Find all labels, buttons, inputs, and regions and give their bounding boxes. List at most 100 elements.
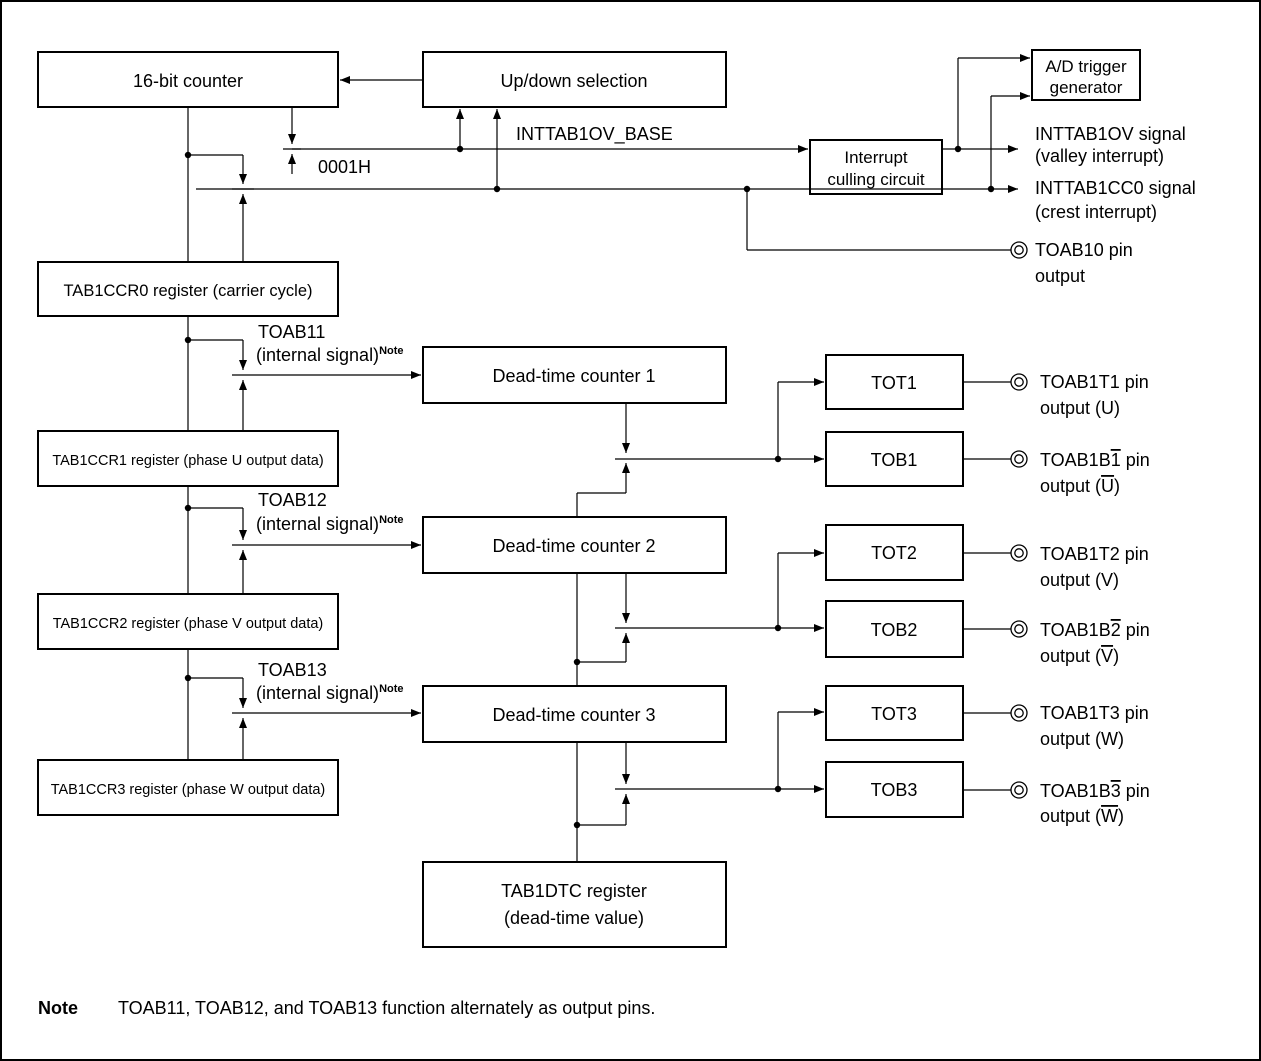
dead-time-counter-2-block: Dead-time counter 2: [422, 516, 727, 574]
dtc2-label: Dead-time counter 2: [492, 536, 655, 556]
footnote: Note TOAB11, TOAB12, and TOAB13 function …: [38, 998, 655, 1018]
inttab1ov-label-line2: (valley interrupt): [1035, 146, 1164, 166]
dtc1-label: Dead-time counter 1: [492, 366, 655, 386]
ad-trigger-generator-block: A/D trigger generator: [1031, 49, 1141, 101]
interrupt-culling-block: Interrupt culling circuit: [809, 139, 943, 195]
toab1b1-out-phase: U: [1101, 476, 1114, 496]
toab1b1-digit: 1: [1111, 450, 1121, 470]
tob2-block: TOB2: [825, 600, 964, 658]
inttab1ov-label-line1: INTTAB1OV signal: [1035, 124, 1186, 144]
updown-selection-label: Up/down selection: [500, 71, 647, 91]
ccr3-label: TAB1CCR3 register (phase W output data): [51, 782, 326, 798]
toab10-label-line2: output: [1035, 266, 1085, 286]
toab1b3-out-prefix: output (: [1040, 806, 1101, 826]
internal-signal-text: (internal signal): [256, 345, 379, 365]
toab10-label-line1: TOAB10 pin: [1035, 240, 1133, 260]
toab11-label: TOAB11: [258, 322, 325, 342]
culling-label-line2: culling circuit: [827, 170, 925, 189]
toab13-internal-signal: (internal signal)Note: [256, 683, 404, 703]
h0001-label: 0001H: [318, 157, 371, 177]
toab1t1-label-line1: TOAB1T1 pin: [1040, 372, 1149, 392]
dead-time-counter-3-block: Dead-time counter 3: [422, 685, 727, 743]
toab1b3-out-suffix: ): [1118, 806, 1124, 826]
dtc-register-label-line1: TAB1DTC register: [501, 881, 647, 901]
toab1b3-label-line2: output (W): [1040, 806, 1124, 826]
ccr1-register-block: TAB1CCR1 register (phase U output data): [37, 430, 339, 487]
tob1-block: TOB1: [825, 431, 964, 487]
dtc-register-label-line2: (dead-time value): [504, 908, 644, 928]
tot3-block: TOT3: [825, 685, 964, 741]
pin-toab1t3-icon: [1010, 704, 1028, 722]
counter-block-label: 16-bit counter: [133, 71, 243, 91]
toab1b2-out-suffix: ): [1113, 646, 1119, 666]
toab1b2-out-phase: V: [1101, 646, 1113, 666]
tot2-label: TOT2: [871, 543, 917, 563]
pin-toab1b1-icon: [1010, 450, 1028, 468]
footnote-label: Note: [38, 998, 78, 1018]
updown-selection-block: Up/down selection: [422, 51, 727, 108]
note-superscript: Note: [379, 345, 403, 357]
pin-toab10-icon: [1010, 241, 1028, 259]
ccr3-register-block: TAB1CCR3 register (phase W output data): [37, 759, 339, 816]
toab12-label: TOAB12: [258, 490, 327, 510]
toab1t3-label-line2: output (W): [1040, 729, 1124, 749]
dead-time-counter-1-block: Dead-time counter 1: [422, 346, 727, 404]
tot2-block: TOT2: [825, 524, 964, 581]
internal-signal-text: (internal signal): [256, 683, 379, 703]
toab1b3-suffix: pin: [1121, 781, 1150, 801]
ccr0-label: TAB1CCR0 register (carrier cycle): [63, 282, 312, 300]
pin-toab1t2-icon: [1010, 544, 1028, 562]
toab1b1-prefix: TOAB1B: [1040, 450, 1111, 470]
footnote-text: TOAB11, TOAB12, and TOAB13 function alte…: [118, 998, 655, 1018]
toab1b2-prefix: TOAB1B: [1040, 620, 1111, 640]
ad-trigger-label-line2: generator: [1050, 78, 1123, 97]
toab11-internal-signal: (internal signal)Note: [256, 345, 404, 365]
tot1-label: TOT1: [871, 373, 917, 393]
toab1t3-label-line1: TOAB1T3 pin: [1040, 703, 1149, 723]
toab1b2-digit: 2: [1111, 620, 1121, 640]
dtc3-label: Dead-time counter 3: [492, 705, 655, 725]
tob3-label: TOB3: [871, 780, 918, 800]
toab1t2-label-line2: output (V): [1040, 570, 1119, 590]
inttab1ov-base-label: INTTAB1OV_BASE: [516, 124, 673, 145]
pin-toab1b3-icon: [1010, 781, 1028, 799]
toab1b3-label-line1: TOAB1B3 pin: [1040, 781, 1150, 801]
tob2-label: TOB2: [871, 620, 918, 640]
toab1b1-label-line2: output (U): [1040, 476, 1120, 496]
toab13-label: TOAB13: [258, 660, 327, 680]
toab1b1-out-prefix: output (: [1040, 476, 1101, 496]
ad-trigger-label-line1: A/D trigger: [1045, 57, 1127, 76]
internal-signal-text: (internal signal): [256, 514, 379, 534]
culling-label-line1: Interrupt: [844, 148, 908, 167]
toab1b2-label-line2: output (V): [1040, 646, 1119, 666]
toab12-internal-signal: (internal signal)Note: [256, 514, 404, 534]
tot3-label: TOT3: [871, 704, 917, 724]
toab1b1-out-suffix: ): [1114, 476, 1120, 496]
toab1b3-digit: 3: [1111, 781, 1121, 801]
inttab1cc0-label-line1: INTTAB1CC0 signal: [1035, 178, 1196, 198]
ccr2-register-block: TAB1CCR2 register (phase V output data): [37, 593, 339, 650]
counter-block: 16-bit counter: [37, 51, 339, 108]
inttab1cc0-label-line2: (crest interrupt): [1035, 202, 1157, 222]
toab1t2-label-line1: TOAB1T2 pin: [1040, 544, 1149, 564]
toab1b1-label-line1: TOAB1B1 pin: [1040, 450, 1150, 470]
toab1b3-prefix: TOAB1B: [1040, 781, 1111, 801]
note-superscript: Note: [379, 683, 403, 695]
tob1-label: TOB1: [871, 450, 918, 470]
note-superscript: Note: [379, 514, 403, 526]
pin-toab1b2-icon: [1010, 620, 1028, 638]
dtc-register-block: TAB1DTC register (dead-time value): [422, 861, 727, 948]
toab1t1-label-line2: output (U): [1040, 398, 1120, 418]
tob3-block: TOB3: [825, 761, 964, 818]
ccr0-register-block: TAB1CCR0 register (carrier cycle): [37, 261, 339, 317]
signal-wires: [187, 54, 1030, 862]
pin-toab1t1-icon: [1010, 373, 1028, 391]
toab1b2-label-line1: TOAB1B2 pin: [1040, 620, 1150, 640]
ccr1-label: TAB1CCR1 register (phase U output data): [52, 453, 323, 469]
ccr2-label: TAB1CCR2 register (phase V output data): [53, 616, 324, 632]
toab1b3-out-phase: W: [1101, 806, 1118, 826]
tot1-block: TOT1: [825, 354, 964, 410]
